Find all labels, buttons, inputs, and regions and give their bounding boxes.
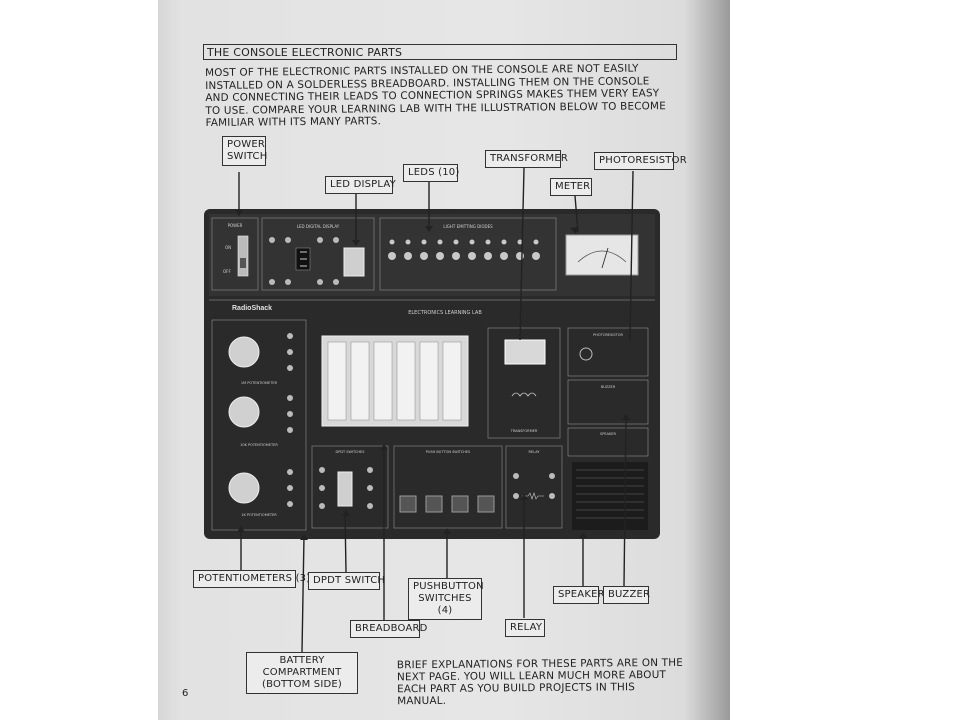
led-spring — [389, 239, 395, 245]
right-component-section: PHOTORESISTOR BUZZER SPEAKER — [567, 327, 649, 530]
label-potentiometers: POTENTIOMETERS (3) — [193, 570, 310, 588]
breadboard — [321, 335, 469, 427]
meter — [565, 234, 639, 276]
dpdt-toggle[interactable] — [337, 471, 353, 507]
svg-text:DPDT SWITCHES: DPDT SWITCHES — [336, 450, 366, 454]
label-power-switch: POWER SWITCH — [222, 136, 267, 166]
transformer: TRANSFORMER — [487, 327, 561, 439]
potentiometer-knob-2[interactable] — [228, 396, 260, 428]
label-dpdt-switch: DPDT SWITCH — [308, 572, 385, 590]
led-6 — [468, 252, 476, 260]
label-breadboard: BREADBOARD — [350, 620, 427, 638]
potentiometer-knob-3[interactable] — [228, 472, 260, 504]
breadboard-strip — [396, 341, 416, 421]
push-button-4[interactable] — [477, 495, 495, 513]
svg-text:BUZZER: BUZZER — [601, 385, 616, 389]
console-power-label: POWER — [228, 223, 243, 228]
label-transformer: TRANSFORMER — [485, 150, 568, 168]
svg-text:SPEAKER: SPEAKER — [600, 432, 616, 436]
led-spring — [421, 239, 427, 245]
svg-text:1M POTENTIOMETER: 1M POTENTIOMETER — [241, 381, 278, 385]
led-spring — [533, 239, 539, 245]
svg-text:LED DIGITAL DISPLAY: LED DIGITAL DISPLAY — [297, 224, 340, 229]
svg-text:1K POTENTIOMETER: 1K POTENTIOMETER — [241, 513, 277, 517]
led-1 — [388, 252, 396, 260]
console-off-label: OFF — [223, 269, 231, 274]
section-heading: THE CONSOLE ELECTRONIC PARTS — [203, 44, 677, 60]
led-spring — [469, 239, 475, 245]
label-battery-compartment: BATTERY COMPARTMENT (BOTTOM SIDE) — [246, 652, 358, 694]
breadboard-strip — [419, 341, 439, 421]
dpdt-switch-section: DPDT SWITCHES — [311, 445, 389, 529]
led-10 — [532, 252, 540, 260]
svg-text:RELAY: RELAY — [529, 450, 541, 454]
breadboard-strip — [350, 341, 370, 421]
potentiometer-section: 1M POTENTIOMETER 10K POTENTIOMETER 1K PO… — [211, 319, 307, 531]
label-leds: LEDS (10) — [403, 164, 459, 182]
led-9 — [516, 252, 524, 260]
led-spring — [437, 239, 443, 245]
push-button-2[interactable] — [425, 495, 443, 513]
outro-paragraph: BRIEF EXPLANATIONS FOR THESE PARTS ARE O… — [396, 656, 684, 708]
led-spring — [485, 239, 491, 245]
led-3 — [420, 252, 428, 260]
leds-section: LIGHT EMITTING DIODES — [379, 217, 557, 291]
breadboard-strip — [327, 341, 347, 421]
svg-text:PUSH BUTTON SWITCHES: PUSH BUTTON SWITCHES — [426, 450, 471, 454]
console-brand: RadioShack — [232, 305, 272, 312]
console-title: ELECTRONICS LEARNING LAB — [408, 310, 482, 316]
breadboard-strip — [442, 341, 462, 421]
power-switch-section: POWER ON OFF — [211, 217, 259, 291]
led-spring — [517, 239, 523, 245]
led-digital-display-section: LED DIGITAL DISPLAY — [261, 217, 375, 291]
led-spring — [453, 239, 459, 245]
label-relay: RELAY — [505, 619, 545, 637]
power-toggle[interactable] — [237, 235, 249, 277]
label-buzzer: BUZZER — [603, 586, 650, 604]
led-8 — [500, 252, 508, 260]
page-number: 6 — [182, 688, 189, 699]
led-7 — [484, 252, 492, 260]
led-2 — [404, 252, 412, 260]
label-meter: METER — [550, 178, 592, 196]
push-button-3[interactable] — [451, 495, 469, 513]
led-spring — [501, 239, 507, 245]
relay-section: RELAY — [505, 445, 563, 529]
label-speaker: SPEAKER — [553, 586, 605, 604]
console-on-label: ON — [225, 245, 231, 250]
led-5 — [452, 252, 460, 260]
label-photoresistor: PHOTORESISTOR — [594, 152, 687, 170]
label-led-display: LED DISPLAY — [325, 176, 396, 194]
push-button-section: PUSH BUTTON SWITCHES — [393, 445, 503, 529]
svg-text:LIGHT EMITTING DIODES: LIGHT EMITTING DIODES — [443, 224, 493, 229]
push-button-1[interactable] — [399, 495, 417, 513]
potentiometer-knob-1[interactable] — [228, 336, 260, 368]
svg-text:10K POTENTIOMETER: 10K POTENTIOMETER — [240, 443, 278, 447]
leader-lines — [238, 167, 634, 653]
label-pushbutton-switches: PUSHBUTTON SWITCHES (4) — [408, 578, 484, 620]
led-4 — [436, 252, 444, 260]
svg-text:TRANSFORMER: TRANSFORMER — [510, 429, 538, 433]
breadboard-strip — [373, 341, 393, 421]
led-spring — [405, 239, 411, 245]
svg-text:PHOTORESISTOR: PHOTORESISTOR — [593, 333, 623, 337]
led-display-window — [343, 247, 365, 277]
